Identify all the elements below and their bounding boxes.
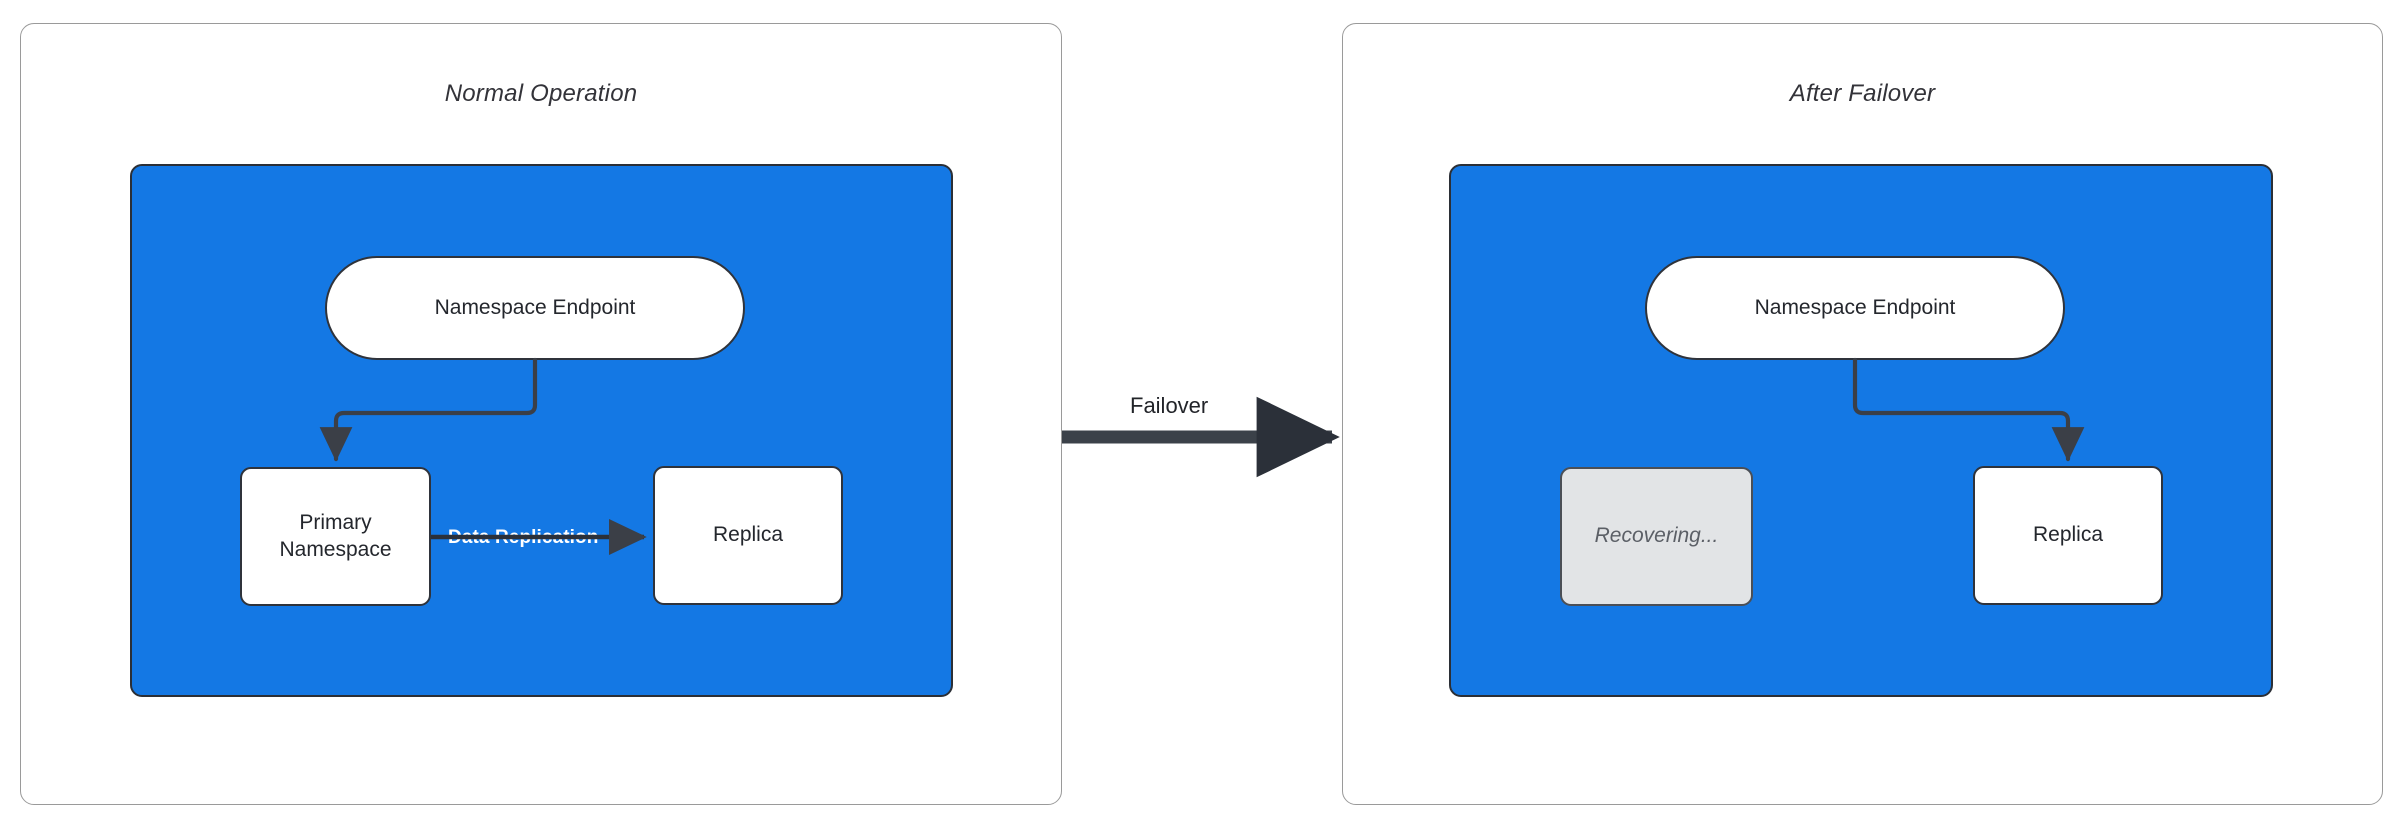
node-endpoint-left[interactable]: Namespace Endpoint [325,256,745,360]
node-replica-right[interactable]: Replica [1973,466,2163,605]
panel-title-after-failover: After Failover [1789,80,1936,107]
node-label-replica-right: Replica [2032,523,2104,547]
node-replica-left[interactable]: Replica [653,466,843,605]
node-label-endpoint-right: Namespace Endpoint [1754,295,1956,319]
node-label-primary-namespace-line1: Primary [299,511,372,535]
node-endpoint-right[interactable]: Namespace Endpoint [1645,256,2065,360]
blue-region-after-failover [1449,164,2273,697]
edge-label-data-replication: Data Replication [448,527,599,548]
node-primary-namespace[interactable]: Primary Namespace [240,467,431,606]
panel-title-normal-operation: Normal Operation [444,80,638,107]
node-label-recovering: Recovering... [1594,524,1719,548]
node-label-primary-namespace-line2: Namespace [279,537,392,561]
node-recovering[interactable]: Recovering... [1560,467,1753,606]
node-label-endpoint-left: Namespace Endpoint [434,295,636,319]
node-label-primary-namespace: Primary Namespace [279,510,391,563]
node-label-replica-left: Replica [712,523,784,547]
transition-label-failover: Failover [1130,393,1209,418]
blue-region-normal-operation [130,164,953,697]
